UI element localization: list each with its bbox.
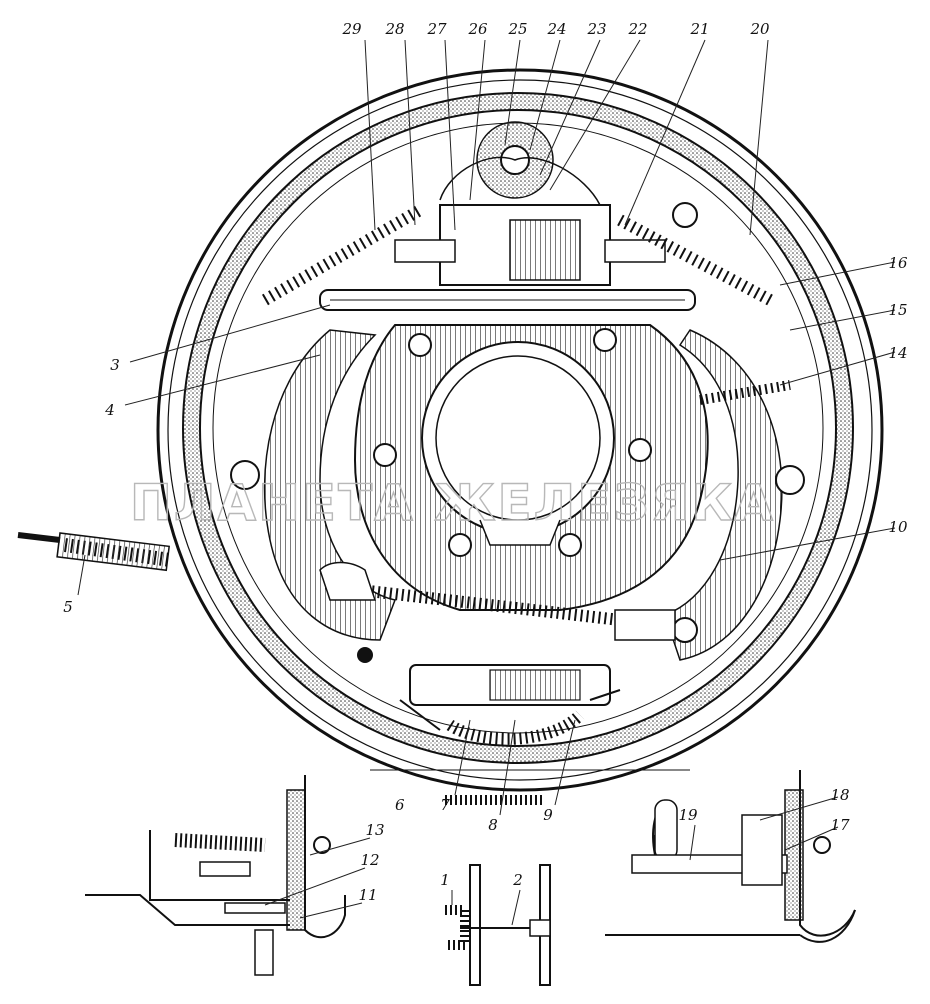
- callout-9: 9: [543, 806, 553, 824]
- callout-leader-7: [454, 719, 471, 796]
- callout-22: 22: [627, 20, 647, 38]
- callout-26: 26: [467, 20, 488, 38]
- callout-leader-9: [554, 719, 576, 806]
- callout-leader-25: [504, 39, 521, 146]
- right-mount-bolt: [775, 465, 805, 495]
- callout-leader-19: [689, 824, 696, 861]
- callout-4: 4: [104, 401, 115, 419]
- callout-2: 2: [512, 871, 523, 889]
- callout-leader-2: [511, 889, 521, 926]
- callout-leader-4: [124, 354, 321, 406]
- callout-28: 28: [384, 20, 404, 38]
- callout-leader-13: [309, 837, 371, 856]
- callout-24: 24: [546, 20, 566, 38]
- callout-leader-8: [499, 719, 516, 816]
- detail-view-middle: [445, 864, 551, 986]
- top-right-bolt: [672, 202, 698, 228]
- callout-leader-18: [759, 796, 839, 821]
- callout-3: 3: [110, 356, 120, 374]
- left-mount-bolt: [230, 460, 260, 490]
- callout-leader-28: [404, 39, 416, 226]
- callout-12: 12: [360, 851, 379, 869]
- callout-17: 17: [830, 816, 850, 834]
- springs: [64, 204, 791, 805]
- callout-leader-15: [789, 309, 896, 331]
- callout-15: 15: [888, 301, 907, 319]
- top-wheel-cylinder: [394, 121, 666, 286]
- callout-leader-29: [364, 39, 376, 231]
- callout-1: 1: [440, 871, 450, 889]
- brake-shoes: [263, 329, 783, 661]
- callout-leader-26: [469, 39, 486, 201]
- hub-bolts: [373, 328, 652, 557]
- adjuster-rod: [319, 289, 696, 311]
- callout-29: 29: [341, 20, 362, 38]
- callout-leader-17: [784, 826, 839, 851]
- detail-view-left: [85, 775, 346, 976]
- parking-cable: [17, 532, 171, 572]
- hub-flange: [353, 324, 709, 611]
- callout-leader-21: [624, 39, 706, 226]
- callout-10: 10: [888, 518, 908, 536]
- callout-27: 27: [426, 20, 447, 38]
- bottom-left-pin: [357, 647, 373, 663]
- callout-leader-10: [719, 527, 896, 561]
- callout-25: 25: [507, 20, 527, 38]
- callout-leader-27: [444, 39, 456, 231]
- callout-14: 14: [888, 344, 907, 362]
- watermark: ПЛАНЕТА ЖЕЛЕЗЯКА: [130, 474, 775, 532]
- callout-leader-11: [299, 902, 363, 919]
- callout-16: 16: [888, 254, 908, 272]
- callout-leader-16: [779, 261, 896, 286]
- callout-leader-5: [77, 554, 86, 596]
- detail-view-right: [605, 770, 856, 943]
- callout-leader-23: [539, 39, 601, 176]
- callout-21: 21: [689, 20, 709, 38]
- callout-13: 13: [365, 821, 384, 839]
- callout-7: 7: [440, 796, 450, 814]
- callout-23: 23: [586, 20, 606, 38]
- callout-11: 11: [358, 886, 377, 904]
- callout-6: 6: [395, 796, 405, 814]
- callout-leader-24: [529, 39, 561, 151]
- bottom-right-bolt: [672, 617, 698, 643]
- callout-leader-12: [264, 867, 366, 906]
- callout-8: 8: [488, 816, 498, 834]
- lower-left-tab: [319, 561, 377, 601]
- callout-20: 20: [749, 20, 770, 38]
- lower-right-tab: [614, 609, 676, 641]
- callout-19: 19: [678, 806, 698, 824]
- callout-leader-3: [129, 304, 331, 363]
- callout-leader-22: [549, 39, 641, 191]
- callout-leader-20: [749, 39, 769, 236]
- callout-5: 5: [63, 598, 73, 616]
- callout-18: 18: [830, 786, 849, 804]
- bottom-wheel-cylinder: [399, 664, 621, 731]
- callout-leader-14: [779, 351, 896, 386]
